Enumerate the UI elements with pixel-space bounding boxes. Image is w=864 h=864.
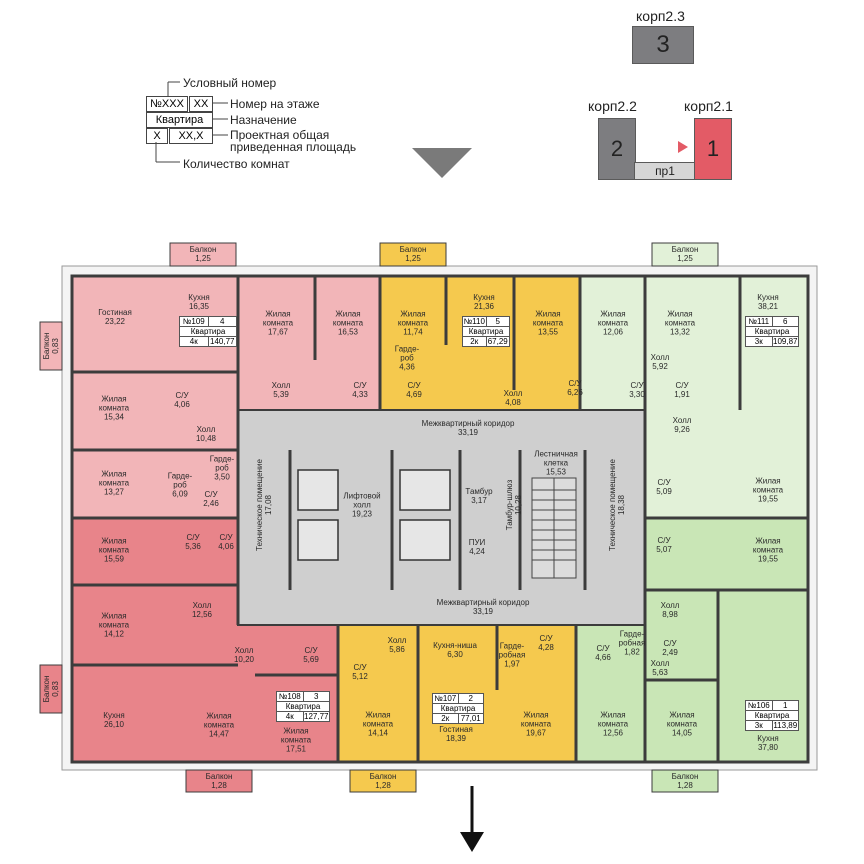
- apt-purpose: Квартира: [440, 704, 476, 713]
- apt-rooms: 4к: [180, 337, 209, 346]
- apt-floor: 3: [314, 692, 319, 701]
- legend-box-rooms: X: [146, 128, 168, 144]
- k21-block: 1: [694, 118, 732, 180]
- k21-label: корп2.1: [684, 98, 733, 114]
- apt-purpose: Квартира: [190, 327, 226, 336]
- apt-area: 67,29: [487, 337, 508, 346]
- apt-num: №110: [463, 317, 487, 326]
- passage-label: пр1: [655, 164, 675, 178]
- apt-floor: 5: [495, 317, 500, 326]
- k23-label: корп2.3: [636, 8, 685, 24]
- k22-block: 2: [598, 118, 636, 180]
- apt-rooms: 4к: [277, 712, 304, 721]
- legend-box-area: XX,X: [169, 128, 213, 144]
- passage-block: пр1: [634, 162, 696, 180]
- view-arrow-icon: [412, 148, 472, 178]
- legend-box-floor: XX: [189, 96, 213, 112]
- apt-rooms: 3к: [746, 337, 773, 346]
- apt-num: №109: [180, 317, 209, 326]
- apt-num: №111: [746, 317, 773, 326]
- arrow-right-icon: [678, 141, 688, 153]
- legend-conditional-number: Условный номер: [183, 76, 277, 90]
- arrow-down-icon: [460, 832, 484, 852]
- k23-number: 3: [656, 31, 670, 58]
- apt-area: 127,77: [304, 712, 329, 721]
- k21-number: 1: [706, 136, 720, 161]
- apt-floor: 4: [220, 317, 225, 326]
- legend-rooms-count: Количество комнат: [183, 157, 290, 171]
- apt-purpose: Квартира: [754, 711, 790, 720]
- apt-purpose: Квартира: [754, 327, 790, 336]
- apt-area: 113,89: [773, 721, 798, 730]
- apt-rooms: 2к: [463, 337, 487, 346]
- apt-purpose: Квартира: [468, 327, 504, 336]
- legend-area-2: приведенная площадь: [230, 140, 357, 154]
- apt-floor: 1: [783, 701, 788, 710]
- k23-block: 3: [632, 26, 694, 64]
- legend-box-num: №XXX: [146, 96, 188, 112]
- legend-purpose: Назначение: [230, 113, 297, 127]
- legend-leader-lines: [155, 81, 472, 178]
- apt-num: №108: [277, 692, 304, 701]
- apt-rooms: 2к: [433, 714, 459, 723]
- apt-rooms: 3к: [746, 721, 773, 730]
- apt-num: №106: [746, 701, 773, 710]
- k22-number: 2: [610, 136, 624, 161]
- legend-box-purpose: Квартира: [146, 112, 213, 128]
- apt-num: №107: [433, 694, 459, 703]
- apt-area: 109,87: [773, 337, 798, 346]
- legend-area-1: Проектная общая: [230, 128, 330, 142]
- apt-area: 140,77: [210, 337, 235, 346]
- legend-number-on-floor: Номер на этаже: [230, 97, 320, 111]
- apt-area: 77,01: [460, 714, 481, 723]
- k22-label: корп2.2: [588, 98, 637, 114]
- apt-purpose: Квартира: [285, 702, 321, 711]
- apt-floor: 6: [783, 317, 788, 326]
- apt-floor: 2: [468, 694, 473, 703]
